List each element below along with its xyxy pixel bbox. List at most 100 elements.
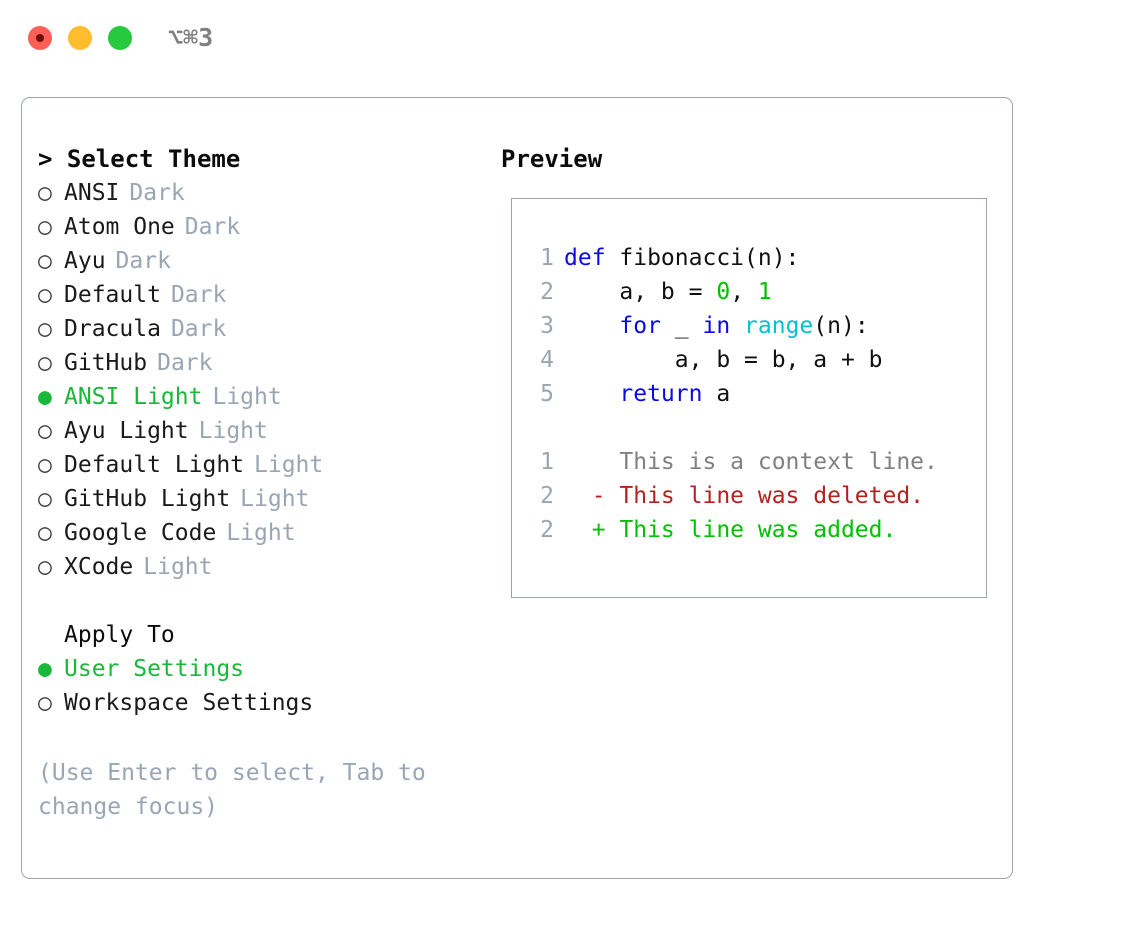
theme-variant: Light [254, 452, 324, 478]
diff-text: This is a context line. [564, 449, 938, 475]
code-token-kw: in [702, 313, 731, 339]
radio-unselected-icon: ○ [38, 418, 52, 444]
theme-variant: Dark [170, 316, 227, 342]
window-title: ⌥⌘3 [168, 23, 214, 52]
radio-selected-icon: ● [38, 656, 52, 682]
line-number: 5 [540, 381, 554, 407]
code-token-id [730, 313, 744, 339]
code-diff-spacer [520, 411, 982, 445]
code-text: a, b = 0, 1 [564, 275, 772, 309]
radio-unselected-icon: ○ [38, 316, 52, 342]
theme-variant: Light [240, 486, 310, 512]
diff-line: 2 - This line was deleted. [520, 479, 982, 513]
theme-variant: Dark [184, 214, 241, 240]
radio-unselected-icon: ○ [38, 350, 52, 376]
code-token-id: a [702, 381, 731, 407]
code-token-kw: for [619, 313, 661, 339]
code-text: def fibonacci(n): [564, 241, 799, 275]
line-number: 2 [540, 483, 554, 509]
theme-variant: Light [212, 384, 282, 410]
theme-list-item[interactable]: ○ Default Dark [38, 278, 488, 312]
radio-unselected-icon: ○ [38, 554, 52, 580]
code-token-kw: return [619, 381, 703, 407]
theme-list-item[interactable]: ○ Dracula Dark [38, 312, 488, 346]
line-number: 3 [540, 313, 554, 339]
theme-variant: Light [226, 520, 296, 546]
theme-name: GitHub [64, 350, 148, 376]
diff-line: 1 This is a context line. [520, 445, 982, 479]
line-number: 4 [540, 347, 554, 373]
line-number: 2 [540, 517, 554, 543]
code-token-num: 0 [716, 279, 731, 305]
code-token-id [564, 381, 619, 407]
theme-list-item[interactable]: ○ XCode Light [38, 550, 488, 584]
radio-unselected-icon: ○ [38, 248, 52, 274]
theme-name: Google Code [64, 520, 217, 546]
code-token-id: a, b = b, a + b [564, 347, 883, 373]
radio-unselected-icon: ○ [38, 520, 52, 546]
radio-unselected-icon: ○ [38, 282, 52, 308]
select-theme-heading: > Select Theme [38, 145, 241, 173]
theme-name: ANSI [64, 180, 120, 206]
line-number: 2 [540, 279, 554, 305]
theme-name: XCode [64, 554, 134, 580]
theme-name: Default [64, 282, 161, 308]
theme-name: Dracula [64, 316, 161, 342]
radio-unselected-icon: ○ [38, 486, 52, 512]
diff-text: + This line was added. [564, 517, 897, 543]
diff-lines: 1 This is a context line.2 - This line w… [520, 445, 982, 547]
code-token-kw: def [564, 245, 606, 271]
close-icon [36, 34, 44, 42]
theme-name: Ayu Light [64, 418, 189, 444]
preview-heading: Preview [501, 145, 603, 173]
code-token-fn: range [744, 313, 814, 339]
radio-unselected-icon: ○ [38, 452, 52, 478]
close-button[interactable] [28, 26, 52, 50]
code-line: 4 a, b = b, a + b [520, 343, 982, 377]
theme-list-item[interactable]: ○ GitHub Dark [38, 346, 488, 380]
code-token-num: 1 [757, 279, 772, 305]
diff-text: - This line was deleted. [564, 483, 925, 509]
apply-to-option[interactable]: ○ Workspace Settings [38, 686, 488, 720]
code-text: for _ in range(n): [564, 309, 869, 343]
code-line: 3 for _ in range(n): [520, 309, 982, 343]
theme-variant: Dark [129, 180, 185, 206]
theme-name: GitHub Light [64, 486, 231, 512]
code-token-id: (n): [813, 313, 869, 339]
theme-variant: Dark [115, 248, 171, 274]
radio-unselected-icon: ○ [38, 690, 52, 716]
code-token-id: _ [660, 313, 703, 339]
minimize-button[interactable] [68, 26, 92, 50]
code-token-id: , [730, 279, 758, 305]
code-text: return a [564, 377, 730, 411]
apply-to-heading: Apply To [64, 622, 175, 648]
theme-list-item[interactable]: ○ Google Code Light [38, 516, 488, 550]
apply-to-section: Apply To ●User Settings ○ Workspace Settin… [38, 618, 488, 720]
code-text: a, b = b, a + b [564, 343, 883, 377]
theme-variant: Dark [170, 282, 227, 308]
apply-to-list: ●User Settings ○ Workspace Settings [38, 652, 488, 720]
apply-to-option[interactable]: ●User Settings [38, 652, 488, 686]
maximize-button[interactable] [108, 26, 132, 50]
theme-variant: Dark [157, 350, 213, 376]
apply-to-label: Workspace Settings [64, 690, 314, 716]
theme-variant: Light [143, 554, 213, 580]
code-line: 5 return a [520, 377, 982, 411]
code-line: 2 a, b = 0, 1 [520, 275, 982, 309]
theme-list-item[interactable]: ○ GitHub Light Light [38, 482, 488, 516]
diff-line: 2 + This line was added. [520, 513, 982, 547]
